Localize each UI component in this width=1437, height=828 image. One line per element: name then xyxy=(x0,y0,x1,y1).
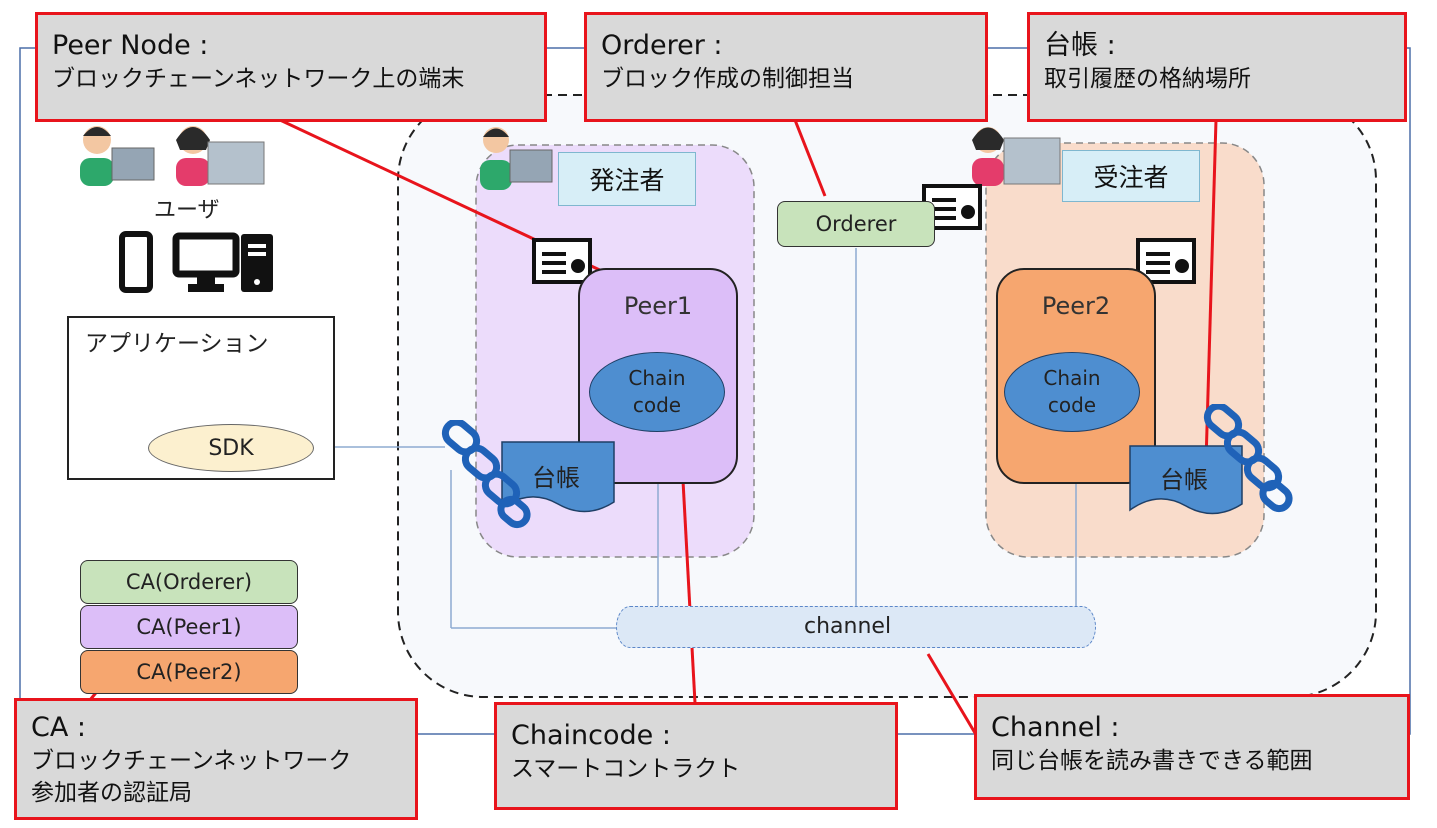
callout-ledger-title: 台帳 : xyxy=(1044,30,1116,61)
channel-label: channel xyxy=(804,614,892,639)
chaincode-line1: Chain xyxy=(1043,366,1101,390)
ledger-label-1: 台帳 xyxy=(532,464,580,492)
callout-orderer-title: Orderer : xyxy=(601,30,723,61)
callout-chaincode-title: Chaincode : xyxy=(511,720,671,751)
chaincode-line1: Chain xyxy=(628,366,686,390)
callout-orderer: Orderer : ブロック作成の制御担当 xyxy=(584,12,988,122)
chaincode-line2: code xyxy=(1047,393,1097,417)
ca-peer2: CA(Peer2) xyxy=(80,650,298,694)
callout-peer-node: Peer Node : ブロックチェーンネットワーク上の端末 xyxy=(35,12,547,122)
application-label: アプリケーション xyxy=(85,331,269,357)
callout-peer-node-title: Peer Node : xyxy=(52,30,209,61)
ledger-shape-2 xyxy=(1129,445,1243,515)
org-label-orderer-side: 発注者 xyxy=(558,152,696,206)
chain-link-icon-2 xyxy=(1203,404,1293,513)
peer1-label: Peer1 xyxy=(623,292,693,320)
peer1-chaincode: Chain code xyxy=(589,352,725,432)
callout-ca-desc-line1: ブロックチェーンネットワーク xyxy=(31,748,352,774)
callout-channel-desc: 同じ台帳を読み書きできる範囲 xyxy=(991,748,1313,774)
peer2-chaincode: Chain code xyxy=(1004,352,1140,432)
callout-ledger-desc: 取引履歴の格納場所 xyxy=(1044,66,1251,92)
callout-peer-node-desc: ブロックチェーンネットワーク上の端末 xyxy=(52,66,465,92)
users-label: ユーザ xyxy=(154,198,220,223)
ca-orderer: CA(Orderer) xyxy=(80,560,298,604)
orderer-node: Orderer xyxy=(777,201,935,247)
channel-bar xyxy=(616,606,1096,648)
org-label-receiver-side: 受注者 xyxy=(1062,150,1200,202)
callout-ca-title: CA : xyxy=(31,712,87,743)
callout-orderer-desc: ブロック作成の制御担当 xyxy=(601,66,854,92)
callout-chaincode-desc: スマートコントラクト xyxy=(511,756,741,782)
sdk-node: SDK xyxy=(148,424,314,472)
chain-link-icon-1 xyxy=(441,420,531,529)
callout-channel-title: Channel : xyxy=(991,712,1120,743)
ca-peer1: CA(Peer1) xyxy=(80,605,298,649)
callout-ca: CA : ブロックチェーンネットワーク 参加者の認証局 xyxy=(14,698,418,820)
callout-chaincode: Chaincode : スマートコントラクト xyxy=(494,702,898,810)
chaincode-line2: code xyxy=(632,393,682,417)
ledger-label-2: 台帳 xyxy=(1160,466,1208,494)
user-icons xyxy=(80,126,1061,190)
callout-channel: Channel : 同じ台帳を読み書きできる範囲 xyxy=(974,694,1410,800)
peer2-label: Peer2 xyxy=(1041,292,1111,320)
device-icons xyxy=(119,231,273,293)
callout-ca-desc-line2: 参加者の認証局 xyxy=(31,780,192,806)
callout-ledger: 台帳 : 取引履歴の格納場所 xyxy=(1027,12,1407,122)
